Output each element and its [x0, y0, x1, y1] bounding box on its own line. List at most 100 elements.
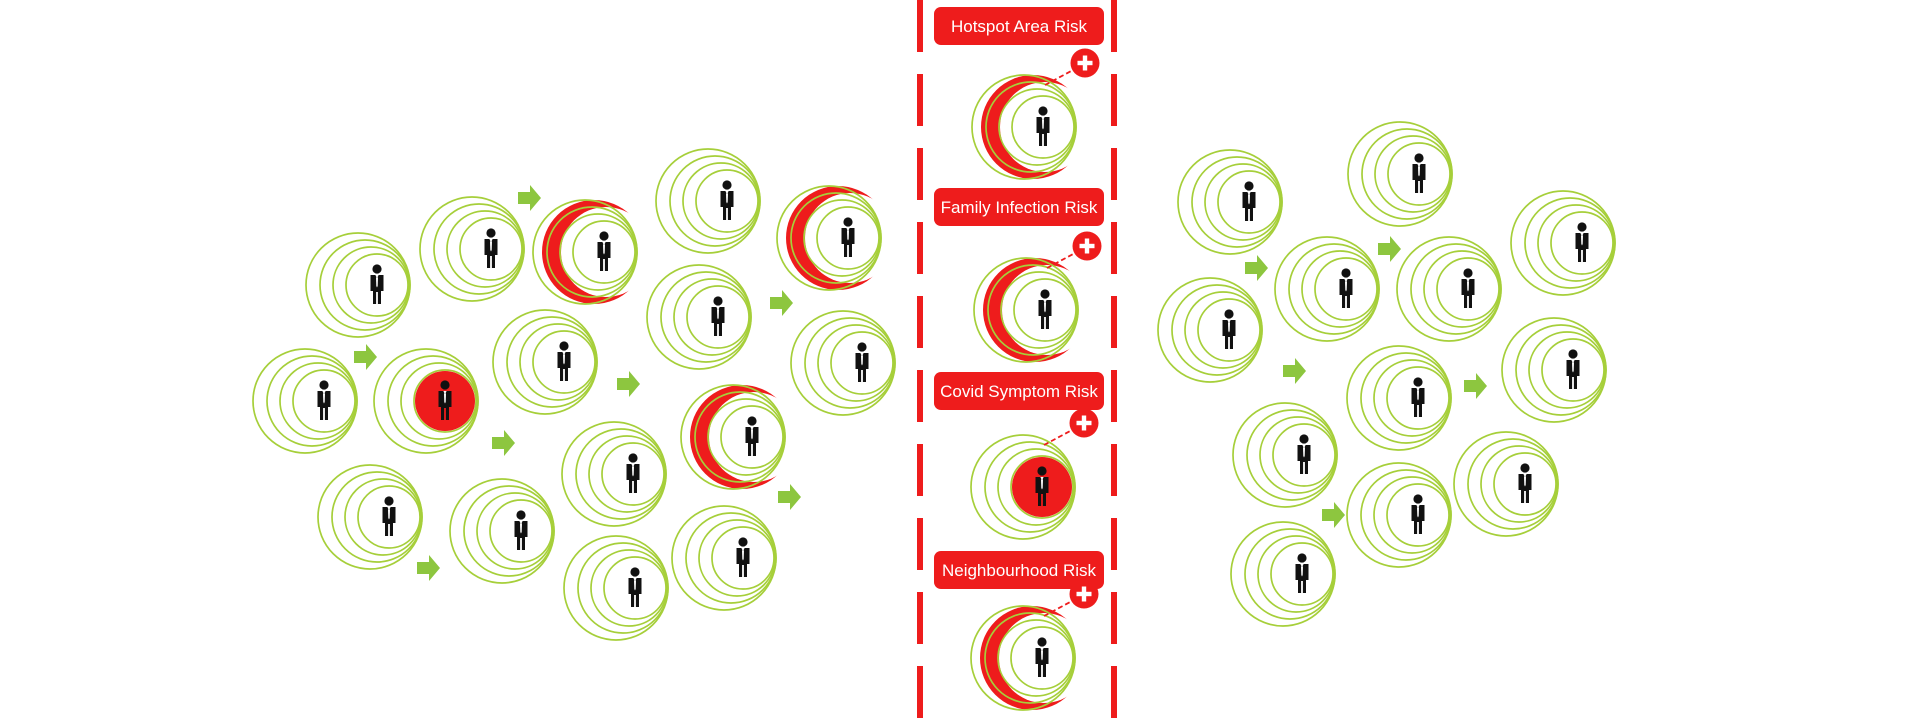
proximity-ring: [817, 324, 895, 402]
proximity-ring: [1314, 257, 1378, 321]
left-population-cluster: [252, 148, 896, 641]
proximity-ring: [1537, 204, 1615, 282]
proximity-ring: [1244, 528, 1336, 620]
proximity-ring: [803, 199, 881, 277]
person-icon: [1295, 553, 1309, 593]
person-icon: [382, 496, 396, 536]
plus-icon: [1070, 48, 1100, 78]
proximity-ring: [1550, 211, 1614, 275]
proximity-ring: [1360, 352, 1452, 444]
proximity-ring: [1000, 271, 1078, 349]
proximity-ring: [660, 271, 752, 363]
proximity-ring: [673, 278, 751, 356]
person-icon: [1222, 309, 1236, 349]
arrow-right-icon: [492, 430, 515, 456]
plus-connector: [1043, 428, 1075, 446]
risk-factor-neighbourhood: Neighbourhood Risk: [934, 551, 1104, 589]
person-icon: [1242, 181, 1256, 221]
arrow-right-icon: [1322, 502, 1345, 528]
person-node: [1347, 121, 1453, 227]
risk-label-text: Covid Symptom Risk: [940, 382, 1098, 401]
proximity-ring: [559, 213, 637, 291]
person-node: [492, 309, 598, 415]
proximity-ring: [519, 323, 597, 401]
proximity-ring: [1191, 156, 1283, 248]
proximity-ring: [682, 162, 760, 240]
arrow-right-icon: [1283, 358, 1306, 384]
person-icon: [1339, 268, 1353, 308]
person-icon: [855, 342, 869, 382]
proximity-ring: [830, 331, 894, 395]
proximity-ring: [489, 499, 553, 563]
plus-connector: [1044, 68, 1076, 86]
proximity-ring: [1436, 257, 1500, 321]
proximity-ring: [1184, 291, 1262, 369]
person-icon: [628, 567, 642, 607]
flow-arrows: [354, 185, 1487, 581]
proximity-ring: [707, 398, 785, 476]
proximity-ring: [1010, 626, 1074, 690]
proximity-ring: [1204, 163, 1282, 241]
person-node: [1346, 462, 1452, 568]
proximity-ring: [984, 612, 1076, 704]
proximity-ring: [686, 285, 750, 349]
proximity-ring: [1272, 423, 1336, 487]
proximity-ring: [319, 239, 411, 331]
proximity-ring: [1467, 438, 1559, 530]
proximity-ring: [711, 526, 775, 590]
person-node: [1396, 236, 1502, 342]
plus-connector: [1046, 251, 1078, 269]
person-node: [1510, 190, 1616, 296]
person-node: [563, 535, 669, 641]
proximity-ring: [292, 369, 356, 433]
proximity-ring: [997, 619, 1075, 697]
proximity-ring: [332, 246, 410, 324]
proximity-ring: [577, 542, 669, 634]
proximity-ring: [590, 549, 668, 627]
person-icon: [514, 510, 528, 550]
person-node: [1274, 236, 1380, 342]
person-node: [671, 505, 777, 611]
proximity-ring: [575, 428, 667, 520]
arrow-right-icon: [778, 484, 801, 510]
proximity-ring: [1259, 416, 1337, 494]
proximity-ring: [446, 210, 524, 288]
risk-label-box: [934, 372, 1104, 410]
proximity-ring: [695, 169, 759, 233]
proximity-ring: [694, 391, 786, 483]
proximity-ring: [1197, 298, 1261, 362]
proximity-ring: [1528, 331, 1606, 409]
person-node: [971, 48, 1100, 180]
proximity-ring: [1524, 197, 1616, 289]
person-node: [252, 348, 358, 454]
arrow-right-icon: [1245, 255, 1268, 281]
proximity-ring: [345, 253, 409, 317]
risk-label-text: Hotspot Area Risk: [951, 17, 1088, 36]
person-icon: [370, 264, 384, 304]
proximity-ring: [506, 316, 598, 408]
proximity-ring: [1288, 243, 1380, 335]
person-node: [973, 231, 1102, 363]
risk-panel-divider: [917, 0, 1117, 720]
proximity-ring: [387, 355, 479, 447]
proximity-ring: [1257, 535, 1335, 613]
proximity-ring: [1541, 338, 1605, 402]
person-node: [655, 148, 761, 254]
arrow-right-icon: [354, 344, 377, 370]
person-node: [790, 310, 896, 416]
person-icon: [711, 296, 725, 336]
proximity-ring: [984, 441, 1076, 533]
proximity-ring: [459, 217, 523, 281]
proximity-ring: [1387, 142, 1451, 206]
person-node: [1157, 277, 1263, 383]
person-node: [1501, 317, 1607, 423]
proximity-ring: [1515, 324, 1607, 416]
person-node: [317, 464, 423, 570]
person-icon: [1297, 434, 1311, 474]
proximity-ring: [603, 556, 667, 620]
proximity-ring: [1301, 250, 1379, 328]
proximity-ring: [998, 88, 1076, 166]
person-icon: [484, 228, 498, 268]
proximity-ring: [816, 206, 880, 270]
proximity-ring: [433, 203, 525, 295]
